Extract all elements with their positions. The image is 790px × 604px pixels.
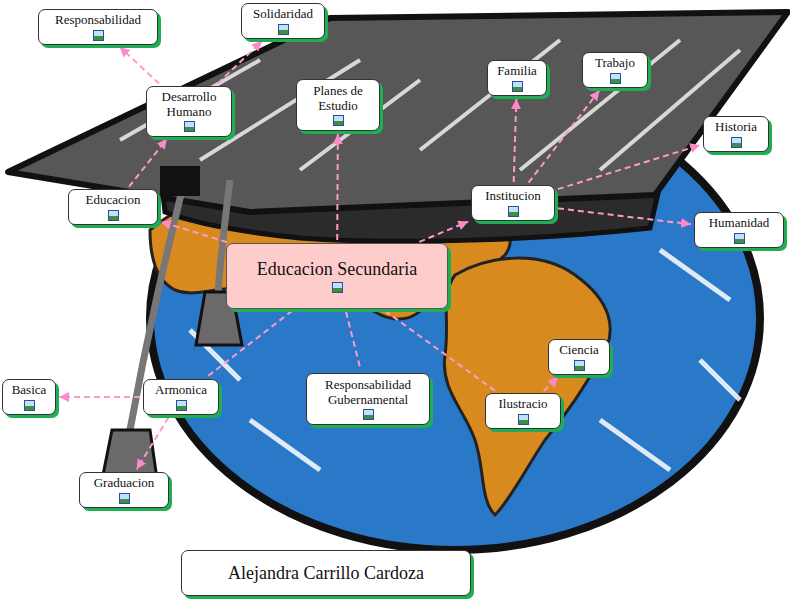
dashed-connector [137, 418, 169, 470]
image-icon [332, 282, 343, 293]
concept-label: Familia [497, 64, 537, 79]
concept-label: Planes de Estudio [303, 84, 373, 114]
concept-label: Solidaridad [253, 7, 313, 22]
concept-label: Educacion [86, 193, 141, 208]
image-icon [610, 73, 621, 84]
dashed-connector [514, 99, 517, 182]
concept-box: Planes de Estudio [296, 79, 380, 131]
concept-label: Educacion Secundaria [257, 259, 417, 280]
concept-box: Ilustracio [485, 393, 561, 429]
concept-box: Armonica [143, 379, 219, 415]
image-icon [731, 137, 742, 148]
concept-box: Solidaridad [241, 3, 325, 39]
dashed-connector [336, 134, 339, 240]
concept-label: Responsabilidad Gubernamental [313, 378, 423, 408]
image-icon [574, 360, 585, 371]
concept-box: Basica [2, 379, 56, 415]
image-icon [518, 414, 529, 425]
concept-box: Ciencia [548, 339, 610, 375]
image-icon [93, 30, 104, 41]
concept-label: Humanidad [709, 216, 770, 231]
dashed-connector [161, 222, 227, 242]
image-icon [119, 493, 130, 504]
dashed-connector [120, 47, 159, 83]
dashed-connector [419, 222, 468, 242]
concept-box: Trabajo [582, 52, 648, 88]
author-box: Alejandra Carrillo Cardoza [181, 550, 471, 596]
land-south [444, 258, 610, 515]
concept-box: Institucion [471, 185, 555, 221]
image-icon [108, 210, 119, 221]
concept-label: Ilustracio [498, 397, 547, 412]
dashed-connector [544, 377, 558, 391]
concept-label: Historia [715, 120, 757, 135]
dashed-connector [558, 145, 700, 189]
image-icon [176, 400, 187, 411]
concept-box: Responsabilidad [38, 9, 158, 45]
image-icon [333, 115, 344, 126]
dashed-connector [218, 41, 262, 83]
concept-label: Graduacion [94, 476, 155, 491]
concept-box: Historia [703, 116, 769, 152]
dashed-connector [59, 396, 140, 398]
cap-button [160, 166, 200, 196]
dashed-connector [129, 139, 167, 187]
concept-box: Responsabilidad Gubernamental [306, 373, 430, 425]
image-icon [24, 400, 35, 411]
dashed-connector [207, 311, 293, 377]
concept-label: Trabajo [595, 56, 635, 71]
concept-label: Armonica [155, 383, 207, 398]
concept-box: Desarrollo Humano [146, 86, 232, 137]
concept-label: Responsabilidad [55, 13, 141, 28]
dashed-connector [529, 90, 600, 182]
concept-label: Institucion [485, 189, 541, 204]
image-icon [512, 81, 523, 92]
image-icon [184, 121, 195, 132]
central-concept-box: Educacion Secundaria [226, 243, 448, 309]
image-icon [508, 206, 519, 217]
concept-box: Humanidad [694, 212, 784, 248]
concept-box: Educacion [68, 189, 158, 225]
concept-label: Alejandra Carrillo Cardoza [228, 563, 424, 584]
concept-label: Desarrollo Humano [153, 90, 225, 120]
concept-label: Ciencia [559, 343, 599, 358]
image-icon [734, 233, 745, 244]
concept-box: Familia [487, 60, 547, 96]
image-icon [278, 24, 289, 35]
concept-label: Basica [12, 383, 47, 398]
cap-stripes [120, 40, 740, 170]
concept-box: Graduacion [79, 472, 169, 508]
dashed-connector [346, 312, 361, 370]
image-icon [363, 409, 374, 420]
dashed-connector [558, 208, 691, 224]
